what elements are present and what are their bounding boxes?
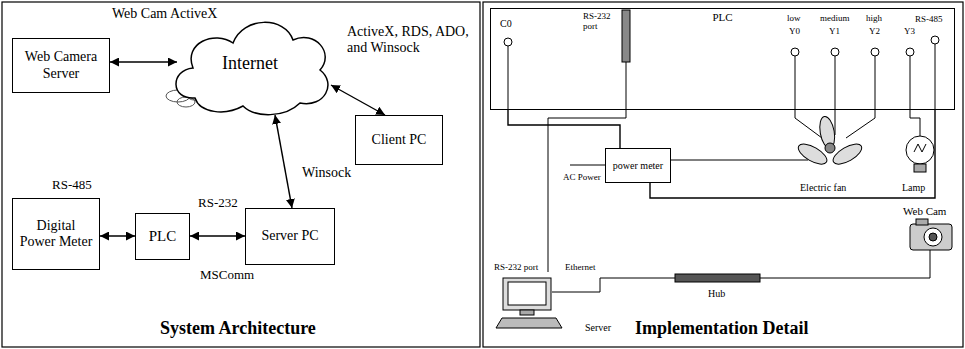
plc-terminal bbox=[831, 48, 839, 56]
connector bbox=[650, 110, 935, 198]
connector-label: Web Cam ActiveX bbox=[110, 6, 219, 22]
electric-fan bbox=[795, 140, 830, 168]
connector-label: RS-232 bbox=[196, 196, 240, 211]
hub bbox=[675, 274, 760, 282]
terminal-name: Y2 bbox=[869, 26, 880, 36]
port-name: RS-232 port bbox=[583, 11, 623, 32]
terminal-name: Y3 bbox=[904, 26, 915, 36]
wire bbox=[910, 118, 920, 136]
internet-cloud: Internet bbox=[165, 8, 335, 118]
meter-box: Digital Power Meter bbox=[12, 198, 100, 270]
plc-box: PLC bbox=[135, 213, 190, 260]
node-text: Web Camera Server bbox=[13, 47, 109, 83]
web-cam bbox=[910, 224, 952, 250]
server-computer bbox=[496, 318, 562, 328]
connector bbox=[110, 61, 177, 62]
web-cam bbox=[910, 219, 952, 250]
plc-terminal bbox=[875, 56, 876, 118]
plc-terminal bbox=[835, 56, 836, 135]
power-name: AC Power bbox=[563, 172, 601, 182]
lamp bbox=[914, 144, 926, 152]
connector bbox=[275, 115, 292, 208]
plc-terminal bbox=[795, 56, 796, 118]
server-computer bbox=[496, 278, 562, 328]
panel-title: System Architecture bbox=[160, 318, 316, 339]
plc-terminal bbox=[935, 44, 936, 110]
node-text: PLC bbox=[145, 226, 181, 247]
panel-frame bbox=[483, 2, 963, 347]
server-computer bbox=[520, 310, 534, 315]
plc-terminal bbox=[622, 10, 630, 62]
server-box: Server PC bbox=[245, 208, 335, 265]
connector bbox=[508, 110, 620, 148]
lamp bbox=[906, 136, 934, 172]
cloud-outline bbox=[176, 22, 328, 114]
web-cam bbox=[924, 228, 942, 246]
plc-terminal bbox=[910, 56, 911, 118]
terminal-name: C0 bbox=[500, 18, 512, 30]
port-name: RS-232 port bbox=[494, 262, 538, 272]
wire bbox=[795, 118, 822, 138]
web-cam bbox=[929, 233, 937, 241]
server-computer bbox=[508, 282, 546, 305]
panel-frame bbox=[2, 2, 480, 347]
web-cam bbox=[916, 219, 928, 225]
node-text: PLC bbox=[708, 9, 736, 26]
signal-name: MSComm bbox=[200, 268, 254, 283]
electric-fan bbox=[830, 140, 865, 168]
terminal-name: Y0 bbox=[789, 26, 800, 36]
node-text: power meter bbox=[609, 158, 667, 174]
node-text: Client PC bbox=[368, 130, 431, 150]
plc-terminal bbox=[504, 38, 512, 46]
wire bbox=[665, 160, 808, 161]
server-box: Web Camera Server bbox=[12, 38, 110, 93]
device-name: Electric fan bbox=[800, 182, 846, 194]
speed-name: high bbox=[866, 13, 882, 23]
node-text: Server PC bbox=[257, 226, 322, 246]
wire bbox=[552, 278, 675, 292]
node-text: Internet bbox=[218, 51, 282, 76]
node-text: Digital Power Meter bbox=[13, 216, 99, 252]
plc-terminal bbox=[906, 48, 914, 56]
wire bbox=[760, 250, 930, 278]
device-name: Server bbox=[585, 322, 611, 334]
plc-terminal bbox=[508, 46, 509, 110]
connector-label: Winsock bbox=[300, 165, 353, 181]
client-box: Client PC bbox=[355, 115, 443, 165]
plc-terminal bbox=[871, 48, 879, 56]
connector bbox=[190, 235, 245, 236]
connector bbox=[331, 85, 385, 115]
device-name: Lamp bbox=[902, 182, 925, 194]
lamp bbox=[914, 164, 926, 172]
speed-name: medium bbox=[820, 13, 850, 23]
connector bbox=[100, 235, 135, 236]
electric-fan bbox=[795, 115, 864, 168]
device-name: Hub bbox=[708, 288, 725, 300]
panel-title: Implementation Detail bbox=[635, 318, 808, 339]
lamp bbox=[906, 136, 934, 164]
plc-terminal bbox=[931, 36, 939, 44]
speed-name: low bbox=[787, 13, 801, 23]
link-name: Ethernet bbox=[565, 262, 596, 272]
port-name: RS-485 bbox=[915, 14, 943, 24]
device-name: Web Cam bbox=[903, 205, 946, 218]
hub bbox=[675, 274, 760, 282]
plc-terminal bbox=[791, 48, 799, 56]
connector-label: RS-485 bbox=[50, 178, 94, 193]
connector-label: ActiveX, RDS, ADO, and Winsock bbox=[345, 24, 474, 56]
electric-fan bbox=[825, 143, 835, 153]
terminal-name: Y1 bbox=[829, 26, 840, 36]
server-computer bbox=[503, 278, 551, 310]
wire bbox=[570, 165, 605, 166]
plc-terminal bbox=[504, 10, 939, 135]
wire bbox=[548, 62, 930, 292]
wire bbox=[846, 118, 875, 138]
power-meter-box: power meter bbox=[605, 148, 671, 183]
plc-housing: PLC bbox=[490, 8, 955, 110]
